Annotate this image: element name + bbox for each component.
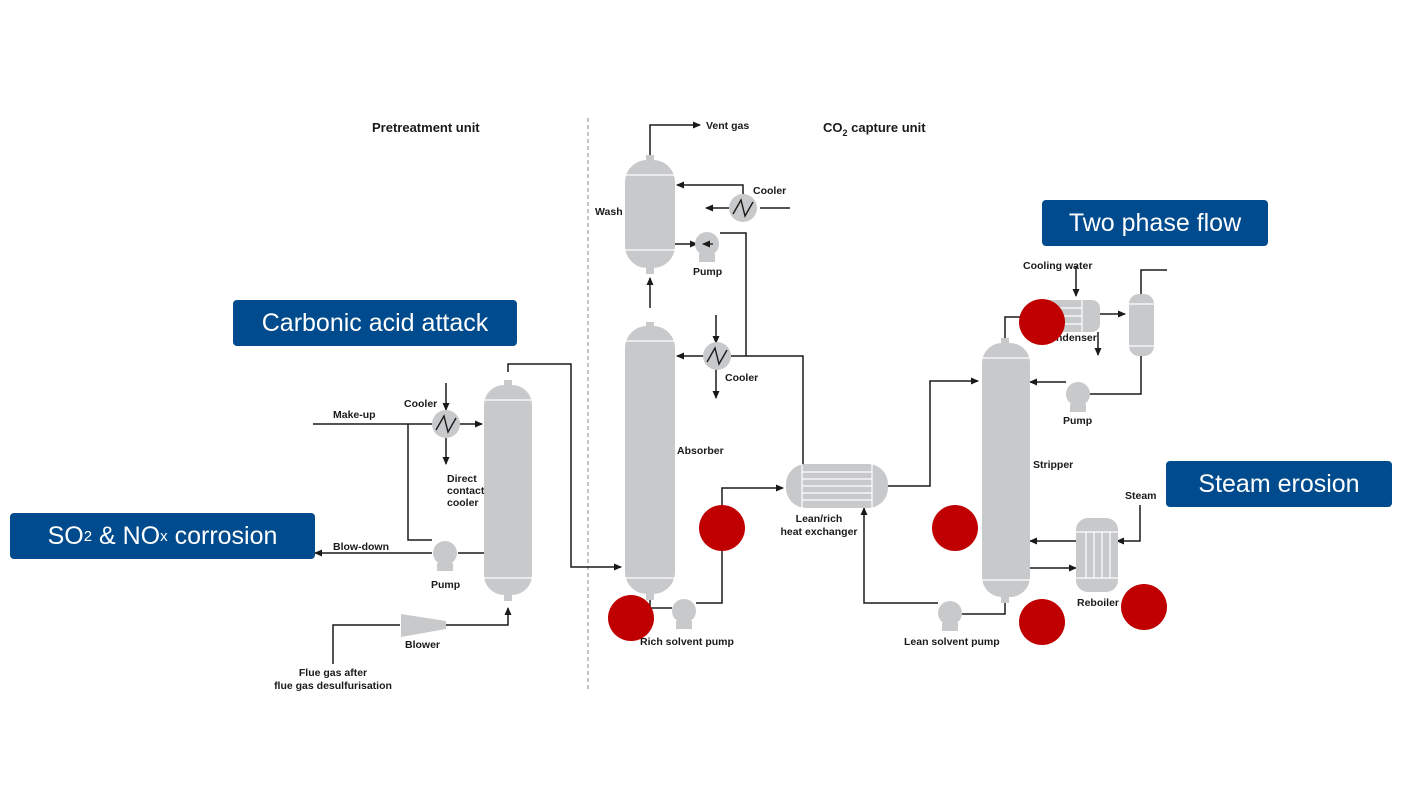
stripper-feed-marker bbox=[932, 505, 978, 551]
flue-gas-label-line1: Flue gas after bbox=[299, 667, 367, 679]
blower-label: Blower bbox=[405, 639, 440, 651]
hx-label-line1: Lean/rich bbox=[796, 513, 843, 525]
absorber-corrosion-marker bbox=[699, 505, 745, 551]
absorber-column bbox=[625, 322, 675, 600]
stripper-label: Stripper bbox=[1033, 459, 1073, 471]
pump-right-label: Pump bbox=[1063, 415, 1092, 427]
wash-column bbox=[625, 155, 675, 274]
stripper-column bbox=[982, 338, 1030, 603]
blower bbox=[401, 614, 446, 637]
pump-right bbox=[1066, 382, 1090, 412]
reboiler-steam-erosion-marker bbox=[1121, 584, 1167, 630]
pretreatment-header: Pretreatment unit bbox=[372, 120, 480, 135]
carbonic-acid-attack-callout: Carbonic acid attack bbox=[233, 300, 517, 346]
cooler-top-label: Cooler bbox=[753, 185, 786, 197]
cooler-top bbox=[729, 194, 757, 222]
make-up-label: Make-up bbox=[333, 409, 376, 421]
stripper-bottom-marker bbox=[1019, 599, 1065, 645]
two-phase-flow-callout: Two phase flow bbox=[1042, 200, 1268, 246]
pump-wash bbox=[695, 232, 719, 262]
cooling-water-label: Cooling water bbox=[1023, 260, 1092, 272]
rich-solvent-pump-symbol bbox=[672, 599, 696, 629]
pump-left bbox=[433, 541, 457, 571]
absorber-label: Absorber bbox=[677, 445, 724, 457]
hx-label-line2: heat exchanger bbox=[780, 526, 857, 538]
lean-solvent-pump-symbol bbox=[938, 601, 962, 631]
dcc-label-line1: Direct bbox=[447, 473, 477, 485]
dcc-label-line3: cooler bbox=[447, 497, 479, 509]
cooler-left-label: Cooler bbox=[404, 398, 437, 410]
steam-erosion-callout: Steam erosion bbox=[1166, 461, 1392, 507]
lean-solvent-pump-label: Lean solvent pump bbox=[904, 636, 1000, 648]
cooler-mid bbox=[703, 342, 731, 370]
rich-solvent-pump-label: Rich solvent pump bbox=[640, 636, 734, 648]
dcc-label-line2: contact bbox=[447, 485, 485, 497]
rich-pump-corrosion-marker bbox=[608, 595, 654, 641]
cooler-left bbox=[432, 410, 460, 438]
reboiler-label: Reboiler bbox=[1077, 597, 1119, 609]
capture-header: CO2 capture unit bbox=[823, 120, 926, 138]
steam-label: Steam bbox=[1125, 490, 1157, 502]
direct-contact-cooler-column bbox=[484, 380, 532, 601]
blow-down-label: Blow-down bbox=[333, 541, 389, 553]
two-phase-flow-marker bbox=[1019, 299, 1065, 345]
cooler-mid-label: Cooler bbox=[725, 372, 758, 384]
reflux-drum bbox=[1129, 294, 1154, 356]
lean-rich-heat-exchanger bbox=[786, 464, 888, 508]
pump-left-label: Pump bbox=[431, 579, 460, 591]
flue-gas-label-line2: flue gas desulfurisation bbox=[274, 680, 392, 692]
pump-wash-label: Pump bbox=[693, 266, 722, 278]
wash-label: Wash bbox=[595, 206, 623, 218]
reboiler bbox=[1076, 518, 1118, 592]
vent-gas-label: Vent gas bbox=[706, 120, 749, 132]
